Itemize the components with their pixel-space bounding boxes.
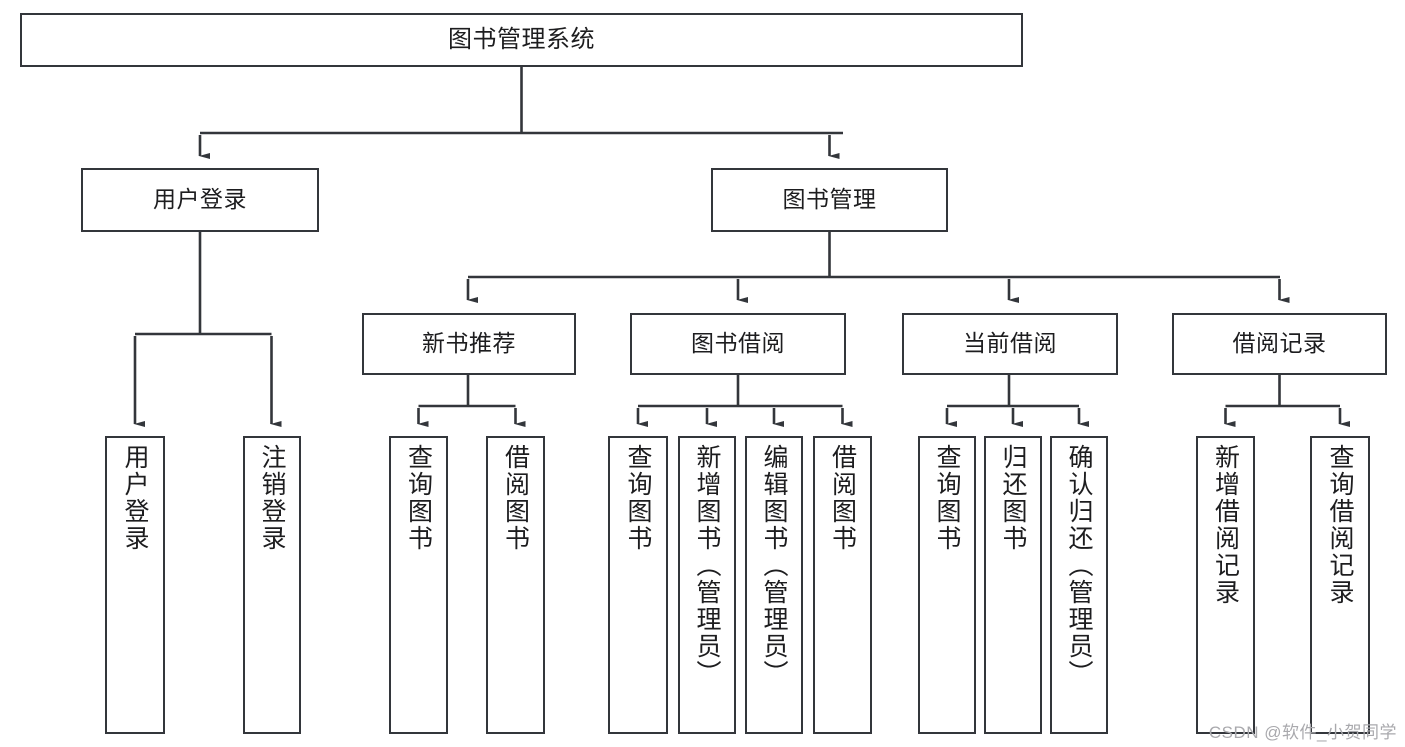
node-label: 查询图书 xyxy=(624,444,652,552)
node-user-login[interactable]: 用户登录 xyxy=(81,168,319,232)
node-label: 图书借阅 xyxy=(691,330,785,357)
node-label: 借阅图书 xyxy=(828,444,857,552)
leaf-node[interactable]: 查询图书 xyxy=(608,436,668,734)
node-label: 新书推荐 xyxy=(422,330,516,357)
node-label: 用户登录 xyxy=(153,186,247,213)
leaf-node[interactable]: 确认归还（管理员） xyxy=(1050,436,1108,734)
node-label: 图书管理系统 xyxy=(448,25,595,53)
node-label: 用户登录 xyxy=(121,444,149,552)
leaf-node[interactable]: 查询图书 xyxy=(918,436,976,734)
node-root-system[interactable]: 图书管理系统 xyxy=(20,13,1023,67)
node-label: 编辑图书（管理员） xyxy=(760,444,788,687)
node-label: 新增借阅记录 xyxy=(1211,444,1240,606)
node-new-book-recommend[interactable]: 新书推荐 xyxy=(362,313,576,375)
leaf-node[interactable]: 借阅图书 xyxy=(813,436,872,734)
node-label: 查询借阅记录 xyxy=(1326,444,1354,606)
leaf-node[interactable]: 归还图书 xyxy=(984,436,1042,734)
leaf-node[interactable]: 注销登录 xyxy=(243,436,301,734)
leaf-node[interactable]: 编辑图书（管理员） xyxy=(745,436,803,734)
node-borrow-record[interactable]: 借阅记录 xyxy=(1172,313,1387,375)
node-label: 图书管理 xyxy=(782,186,877,213)
node-label: 查询图书 xyxy=(933,444,961,552)
node-label: 当前借阅 xyxy=(963,330,1057,357)
leaf-node[interactable]: 新增借阅记录 xyxy=(1196,436,1255,734)
leaf-node[interactable]: 用户登录 xyxy=(105,436,165,734)
node-label: 查询图书 xyxy=(404,444,433,552)
node-label: 注销登录 xyxy=(258,444,286,552)
leaf-node[interactable]: 查询借阅记录 xyxy=(1310,436,1370,734)
node-book-borrow[interactable]: 图书借阅 xyxy=(630,313,846,375)
leaf-node[interactable]: 新增图书（管理员） xyxy=(678,436,736,734)
node-label: 归还图书 xyxy=(999,444,1027,552)
node-label: 确认归还（管理员） xyxy=(1065,444,1093,687)
leaf-node[interactable]: 查询图书 xyxy=(389,436,448,734)
leaf-node[interactable]: 借阅图书 xyxy=(486,436,545,734)
node-label: 新增图书（管理员） xyxy=(693,444,721,687)
watermark: CSDN @软件_小贺同学 xyxy=(1208,723,1397,742)
node-book-management[interactable]: 图书管理 xyxy=(711,168,948,232)
node-current-borrow[interactable]: 当前借阅 xyxy=(902,313,1118,375)
node-label: 借阅记录 xyxy=(1232,330,1327,357)
node-label: 借阅图书 xyxy=(501,444,530,552)
